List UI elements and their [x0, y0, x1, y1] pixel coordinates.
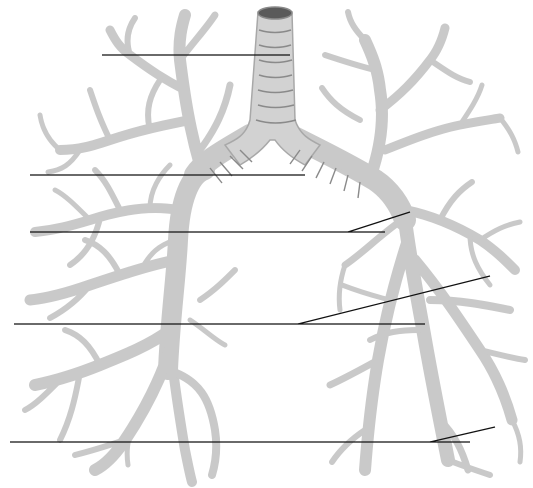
trachea-body: [225, 12, 320, 165]
trachea: [225, 7, 320, 165]
right-lung-tree: [25, 15, 250, 482]
left-lung-tree: [290, 12, 525, 475]
trachea-opening: [258, 7, 292, 19]
